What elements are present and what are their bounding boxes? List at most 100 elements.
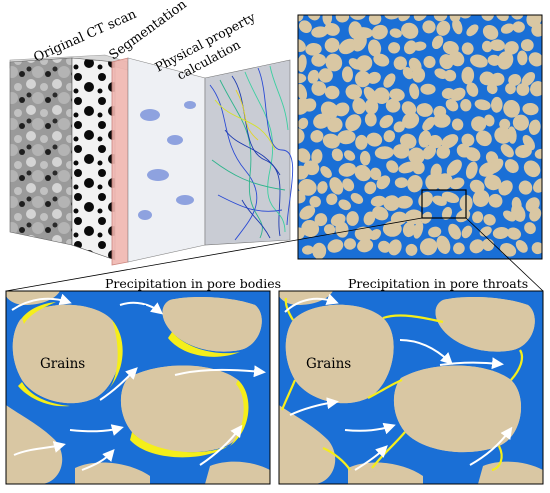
grain-particle	[461, 66, 475, 85]
grain-particle	[334, 102, 350, 117]
grain-particle	[373, 53, 390, 67]
grain-particle	[452, 18, 463, 35]
grain-particle	[483, 214, 496, 226]
grain-particle	[498, 180, 513, 196]
grain-particle	[366, 132, 383, 147]
grain-particle	[534, 148, 542, 159]
grain-particle	[389, 88, 405, 102]
grain-particle	[512, 21, 525, 33]
grains-label-right: Grains	[306, 356, 351, 372]
grain-particle	[311, 53, 327, 67]
grain-particle	[393, 144, 410, 159]
grain-particle	[427, 134, 443, 149]
grain-particle	[364, 181, 377, 195]
grain-particle	[413, 220, 424, 239]
grain-particle	[345, 114, 362, 132]
grain-particle	[470, 54, 488, 68]
grain-particle	[423, 55, 436, 69]
grain-particle	[504, 159, 519, 174]
grain-particle	[342, 178, 355, 192]
grain-particle	[373, 87, 390, 104]
grain-particle	[436, 145, 451, 159]
grain-particle	[453, 242, 465, 255]
grain-particle	[388, 239, 402, 256]
grain-particle	[528, 119, 541, 136]
grain-particle	[481, 15, 495, 21]
grain-particle	[371, 24, 388, 40]
grain-particle	[383, 195, 400, 211]
grain-particle	[490, 72, 505, 86]
grain-particle	[433, 113, 451, 128]
grain-particle	[350, 193, 364, 204]
grain-particle	[411, 67, 426, 83]
grain-particle	[433, 15, 448, 22]
grain-particle	[474, 99, 491, 111]
grain-particle	[490, 39, 505, 52]
grain-particle	[466, 82, 479, 97]
grain-particle	[298, 179, 317, 196]
grain-particle	[323, 224, 336, 235]
grain-particle	[364, 98, 379, 115]
grain-particle	[363, 86, 378, 103]
grain-particle	[460, 99, 472, 112]
grain-particle	[305, 42, 322, 56]
grain-particle	[298, 148, 311, 163]
grain-particle	[298, 54, 307, 73]
grain-particle	[515, 144, 532, 158]
grain-particle	[466, 24, 479, 37]
grain-particle	[324, 22, 340, 36]
grain-particle	[354, 226, 374, 242]
grain-particle	[368, 39, 382, 57]
grain-particle	[495, 15, 509, 22]
segmented-microstructure	[297, 14, 543, 260]
grain-particle	[510, 15, 524, 20]
grain-particle	[348, 15, 367, 20]
zoom-region-box	[421, 189, 467, 219]
grain-particle	[488, 158, 504, 174]
grain-particle	[528, 52, 542, 67]
slice-plane	[111, 57, 129, 266]
grain-particle	[357, 239, 374, 253]
grain-particle	[419, 238, 438, 256]
grain-particle	[461, 42, 474, 55]
grain-particle	[512, 114, 529, 131]
grain-particle	[465, 161, 478, 179]
grain-particle	[405, 243, 418, 256]
grain-particle	[352, 33, 367, 52]
grain-particle	[382, 221, 402, 237]
streamline-face	[204, 59, 291, 246]
grain-particle	[324, 37, 340, 53]
grain-particle	[359, 150, 371, 166]
grain-particle	[517, 50, 528, 66]
grain-particle	[402, 112, 420, 129]
grain-particle	[322, 15, 333, 26]
grain-particle	[338, 199, 351, 211]
grain-particle	[461, 225, 473, 239]
grain-particle	[531, 242, 542, 255]
grain-particle	[484, 174, 502, 191]
grain-particle	[413, 15, 428, 21]
grain-particle	[505, 83, 516, 95]
grain-particle	[401, 22, 419, 39]
grain-particle	[298, 190, 306, 204]
grain-particle	[516, 83, 530, 96]
grain-particle	[488, 193, 503, 208]
grain-particle	[484, 114, 495, 127]
grain-particle	[412, 161, 425, 175]
grain-particle	[325, 53, 343, 72]
grain-particle	[449, 177, 465, 190]
grain-particle	[486, 83, 498, 95]
grain-particle	[320, 166, 332, 178]
grain-particle	[327, 117, 343, 133]
pore-throats-title: Precipitation in pore throats	[348, 276, 528, 291]
grain-particle	[503, 99, 520, 118]
grain-particle	[402, 221, 416, 238]
grain-particle	[364, 112, 377, 127]
grain-particle	[311, 26, 328, 38]
grain-particle	[490, 96, 503, 113]
grain-particle	[338, 162, 357, 177]
grain-particle	[409, 83, 420, 100]
flow-streamlines	[209, 65, 294, 241]
grain-particle	[314, 213, 328, 227]
grain-particle	[355, 134, 368, 150]
